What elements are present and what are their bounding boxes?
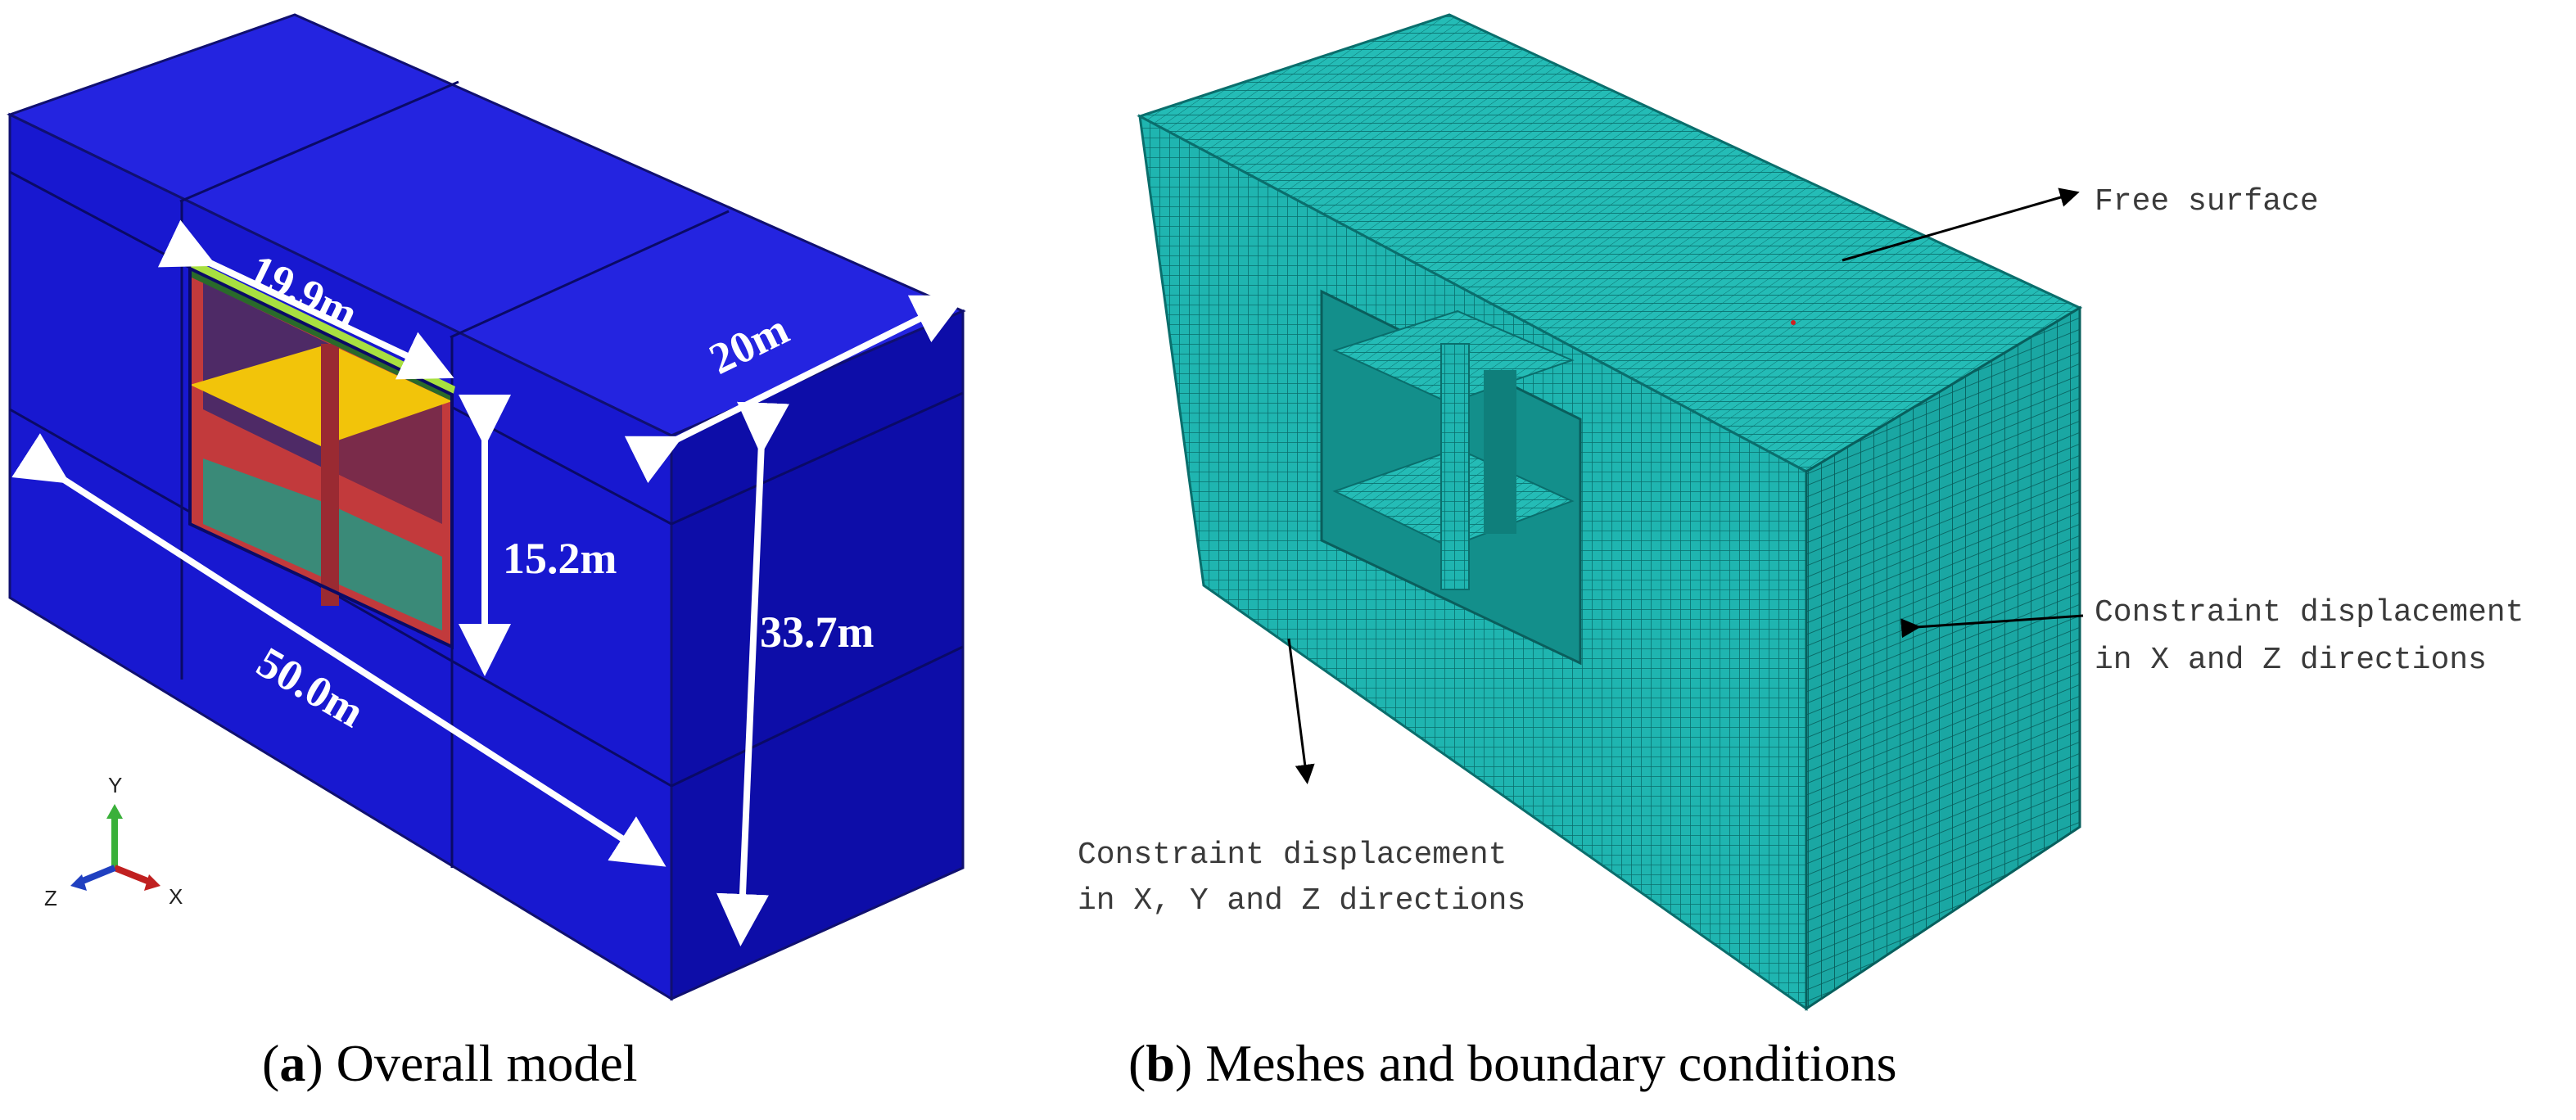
constraint-xyz-leader: [1287, 638, 1315, 784]
constraint-xyz-label-line2: in X, Y and Z directions: [1078, 883, 1525, 919]
overall-model: 19.9m 20m 15.2m 50.0m 33.7m Y Z X: [7, 13, 967, 1001]
constraint-xz-leader: [1900, 614, 2084, 639]
length-arrow: [11, 433, 667, 867]
caption-b-text: Meshes and boundary conditions: [1205, 1034, 1897, 1092]
mesh-model: Free surface Constraint displacement in …: [1078, 13, 2524, 1011]
free-surface-label: Free surface: [2095, 184, 2319, 219]
caption-a-text: Overall model: [336, 1034, 638, 1092]
constraint-xyz-label-line1: Constraint displacement: [1078, 838, 1507, 873]
width-arrow: [157, 219, 454, 380]
annotation-leaders: [1287, 187, 2084, 784]
dimension-arrows: [11, 219, 967, 946]
height-total-arrow: [716, 401, 789, 946]
dim-height-inner-label: 15.2m: [503, 534, 617, 583]
caption-a: (a) Overall model: [262, 1034, 638, 1092]
dim-height-total-label: 33.7m: [760, 607, 874, 657]
constraint-xz-label-line2: in X and Z directions: [2095, 643, 2487, 678]
mesh-excavation: [1320, 289, 1582, 666]
caption-b: (b) Meshes and boundary conditions: [1128, 1034, 1897, 1092]
free-surface-leader: [1842, 187, 2080, 262]
mesh-right-face: [1805, 305, 2081, 1011]
caption-a-letter: a: [279, 1034, 306, 1092]
mesh-marker-dot: [1791, 320, 1796, 325]
axis-y-label: Y: [108, 773, 122, 797]
caption-b-letter: b: [1146, 1034, 1175, 1092]
axis-x-label: X: [169, 884, 183, 909]
constraint-xz-label-line1: Constraint displacement: [2095, 595, 2524, 630]
axis-triad: Y Z X: [44, 773, 183, 910]
axis-z-label: Z: [44, 886, 57, 910]
